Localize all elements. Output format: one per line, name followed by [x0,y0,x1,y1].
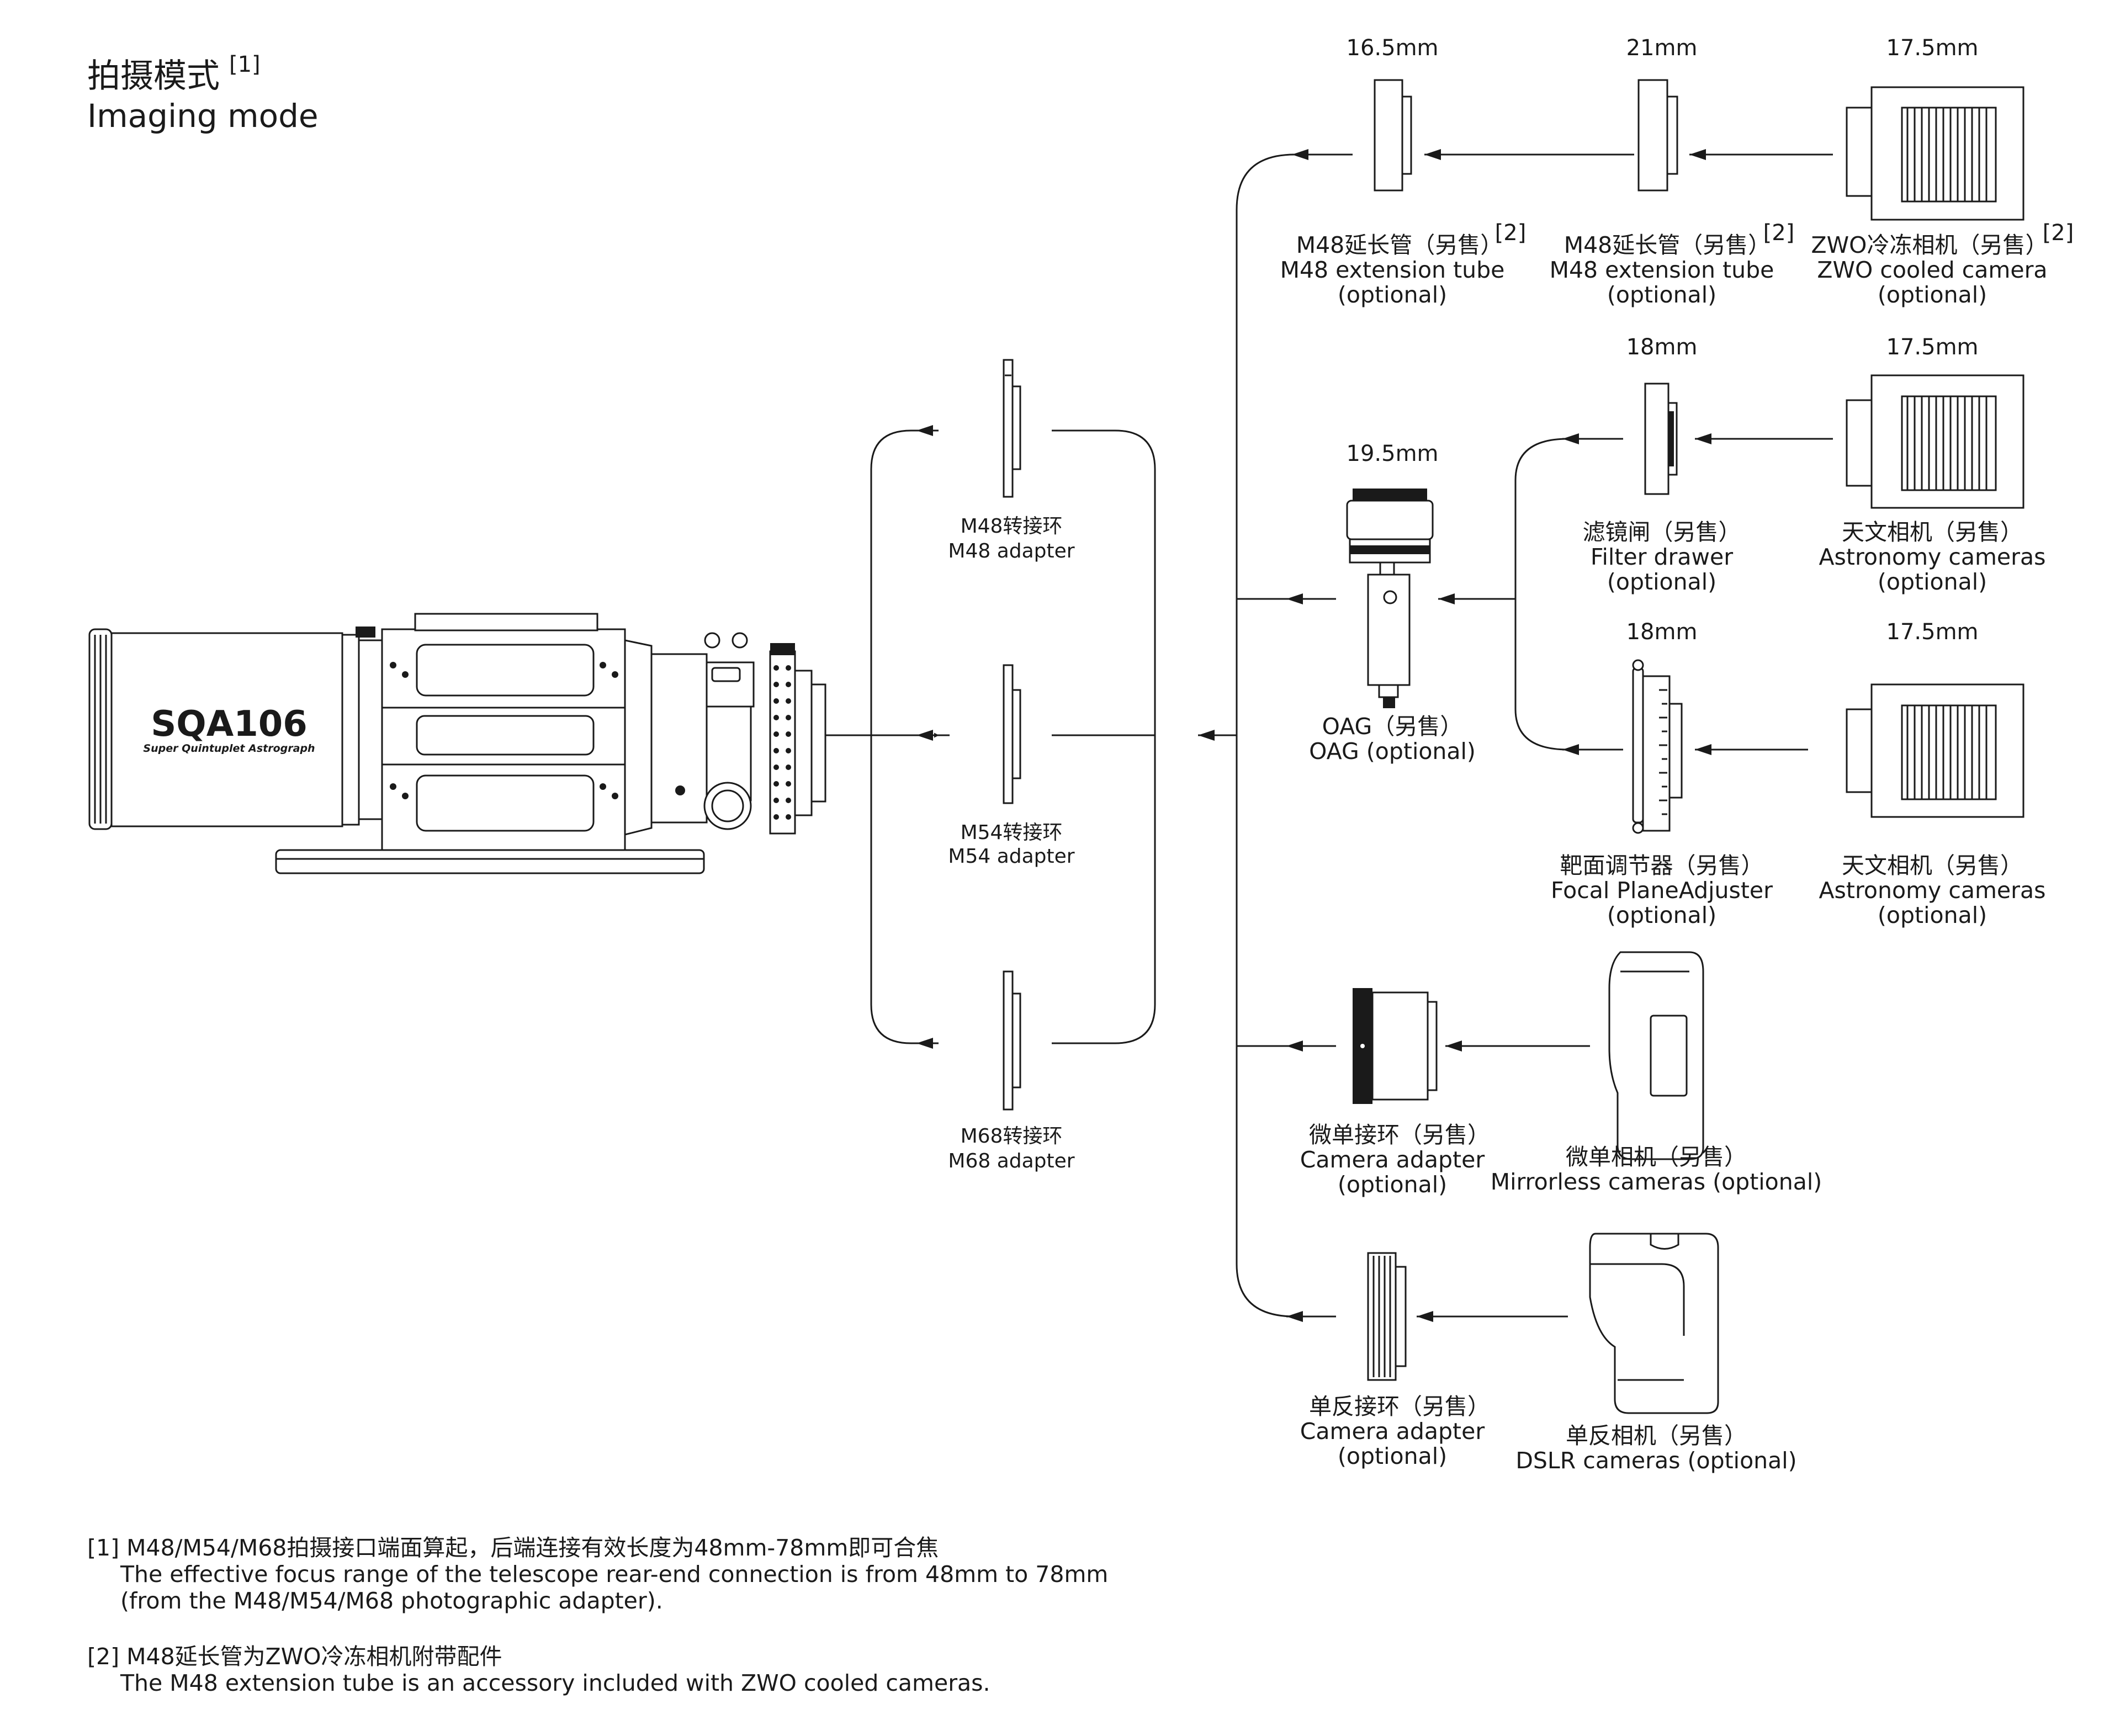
astro2-cn: 天文相机（另售） [1842,852,2023,879]
dslr-camera-adapter: 单反接环（另售） Camera adapter (optional) [1300,1252,1490,1469]
astro2-opt: (optional) [1878,902,1987,928]
mirrorless-camera-cn: 微单相机（另售） [1566,1144,1747,1170]
astro1-opt: (optional) [1878,569,1987,595]
tube2-ref: [2] [1763,220,1795,246]
zwo-camera-en: ZWO cooled camera [1817,257,2047,283]
zwo-camera-cn: ZWO冷冻相机（另售） [1811,232,2048,258]
filter-cn: 滤镜闸（另售） [1583,519,1741,545]
dslr-adapter-cn: 单反接环（另售） [1309,1393,1490,1420]
title-en: Imaging mode [87,97,319,135]
astronomy-camera-1: 17.5mm 天文相机（另售） Astronomy cameras (optio… [1819,335,2045,595]
mirrorless-adapter-en: Camera adapter [1300,1146,1485,1173]
oag-dim: 19.5mm [1347,441,1439,466]
filter-opt: (optional) [1607,569,1716,595]
astro2-dim: 17.5mm [1886,619,1979,645]
fpa-dim: 18mm [1626,619,1698,645]
dslr-camera-cn: 单反相机（另售） [1566,1422,1747,1449]
mirrorless-camera: 微单相机（另售） Mirrorless cameras (optional) [1491,951,1822,1195]
zwo-camera-ref: [2] [2043,220,2074,246]
tube1-en: M48 extension tube [1280,257,1505,283]
m54-adapter-en: M54 adapter [948,845,1074,868]
oag: 19.5mm OAG（另售） OAG (optional) [1309,441,1476,765]
tube1-ref: [2] [1495,220,1527,246]
tube2-cn: M48延长管（另售） [1564,232,1771,258]
footnote-2: [2] M48延长管为ZWO冷冻相机附带配件 The M48 extension… [87,1643,990,1696]
adapter-bracket-left [870,429,939,1044]
tube1-dim: 16.5mm [1347,35,1439,61]
oag-en: OAG (optional) [1309,738,1476,765]
telescope: SQA106 Super Quintuplet Astrograph [88,613,826,874]
page-title: 拍摄模式 [1] Imaging mode [87,52,319,135]
telescope-brand: SQA106 [151,704,308,745]
mirrorless-adapter-cn: 微单接环（另售） [1309,1122,1490,1148]
dslr-adapter-en: Camera adapter [1300,1418,1485,1445]
astro1-dim: 17.5mm [1886,335,1979,360]
filter-drawer: 18mm 滤镜闸（另售） Filter drawer (optional) [1583,335,1741,595]
mirrorless-adapter-opt: (optional) [1338,1171,1447,1198]
note1-line3: (from the M48/M54/M68 photographic adapt… [120,1588,663,1614]
telescope-tagline: Super Quintuplet Astrograph [143,742,315,755]
m54-adapter: M54转接环 M54 adapter [948,664,1075,868]
fpa-opt: (optional) [1607,902,1716,928]
zwo-cooled-camera: 17.5mm ZWO冷冻相机（另售） [2] ZWO cooled camera… [1811,35,2074,308]
filter-dim: 18mm [1626,335,1698,360]
m54-adapter-cn: M54转接环 [961,821,1063,844]
note1-line1: [1] M48/M54/M68拍摄接口端面算起，后端连接有效长度为48mm-78… [87,1535,939,1561]
oag-cn: OAG（另售） [1322,713,1463,740]
tube2-en: M48 extension tube [1550,257,1774,283]
zwo-camera-opt: (optional) [1878,282,1987,308]
fpa-en: Focal PlaneAdjuster [1551,877,1773,904]
note2-line2: The M48 extension tube is an accessory i… [120,1670,990,1696]
dslr-camera-en: DSLR cameras (optional) [1515,1447,1796,1474]
tube2-opt: (optional) [1607,282,1716,308]
fpa-cn: 靶面调节器（另售） [1560,852,1764,879]
note2-line1: [2] M48延长管为ZWO冷冻相机附带配件 [87,1643,502,1670]
m48-adapter-en: M48 adapter [948,540,1074,562]
tube1-cn: M48延长管（另售） [1296,232,1503,258]
m48-extension-tube-1: 16.5mm M48延长管（另售） [2] M48 extension tube… [1280,35,1527,308]
astro1-en: Astronomy cameras [1819,544,2045,570]
mirrorless-camera-en: Mirrorless cameras (optional) [1491,1169,1822,1195]
focal-plane-adjuster: 18mm 靶面调节器（另售） Focal PlaneAdjuster (opti… [1551,619,1773,928]
astro2-en: Astronomy cameras [1819,877,2045,904]
astro1-cn: 天文相机（另售） [1842,519,2023,545]
dslr-adapter-opt: (optional) [1338,1443,1447,1469]
oag-branch [1514,438,1568,751]
tube2-dim: 21mm [1626,35,1698,61]
title-ref: [1] [229,52,261,77]
footnote-1: [1] M48/M54/M68拍摄接口端面算起，后端连接有效长度为48mm-78… [87,1535,1108,1614]
m68-adapter-cn: M68转接环 [961,1125,1063,1148]
tube1-opt: (optional) [1338,282,1447,308]
mirrorless-camera-adapter: 微单接环（另售） Camera adapter (optional) [1300,988,1490,1198]
note1-line2: The effective focus range of the telesco… [120,1561,1108,1588]
astronomy-camera-2: 17.5mm 天文相机（另售） Astronomy cameras (optio… [1819,619,2045,928]
adapter-bracket-right [1052,429,1156,1044]
title-cn: 拍摄模式 [87,57,220,95]
m48-adapter-cn: M48转接环 [961,515,1063,538]
m48-extension-tube-2: 21mm M48延长管（另售） [2] M48 extension tube (… [1550,35,1795,308]
bus-line [1236,153,1295,1318]
m68-adapter-en: M68 adapter [948,1150,1074,1172]
filter-en: Filter drawer [1591,544,1733,570]
m48-adapter: M48转接环 M48 adapter [948,359,1075,562]
m68-adapter: M68转接环 M68 adapter [948,970,1075,1172]
zwo-camera-dim: 17.5mm [1886,35,1979,61]
dslr-camera: 单反相机（另售） DSLR cameras (optional) [1515,1233,1797,1474]
